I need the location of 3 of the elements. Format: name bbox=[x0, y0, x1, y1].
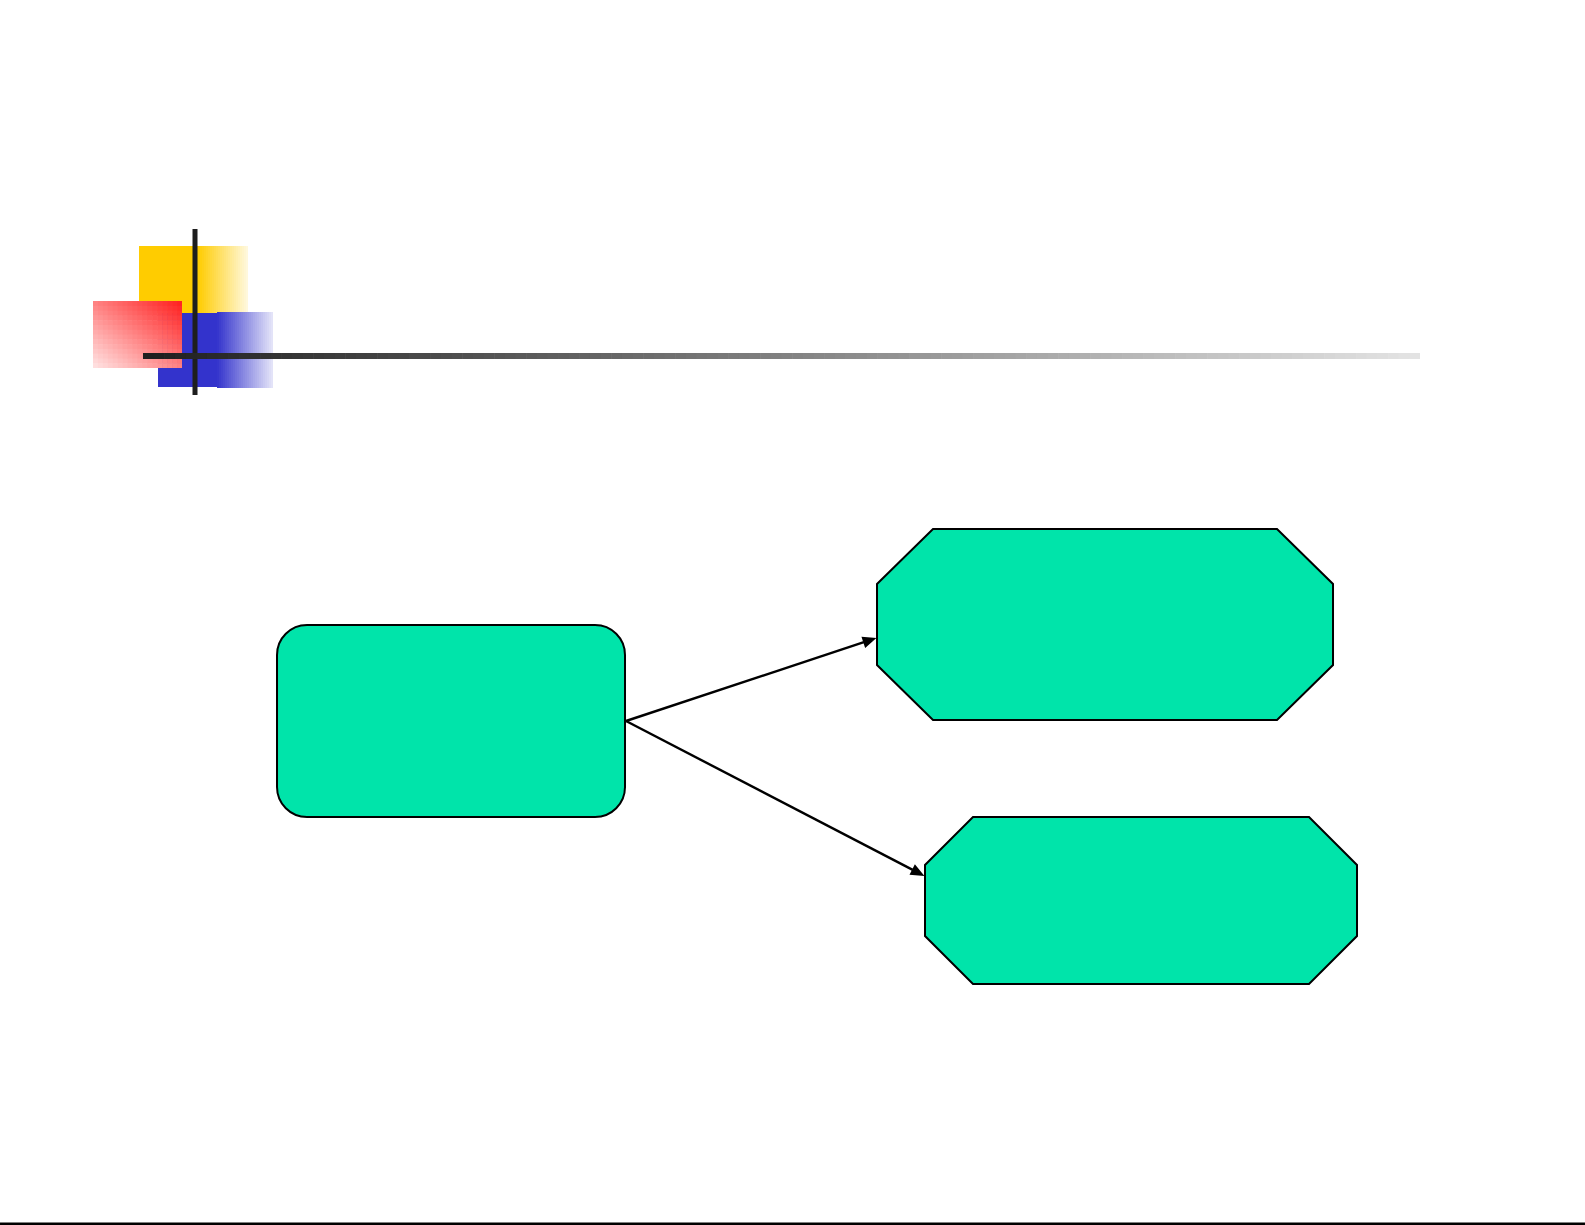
octagon bbox=[924, 816, 1358, 985]
rounded-box bbox=[276, 624, 626, 818]
octagon bbox=[876, 528, 1334, 721]
